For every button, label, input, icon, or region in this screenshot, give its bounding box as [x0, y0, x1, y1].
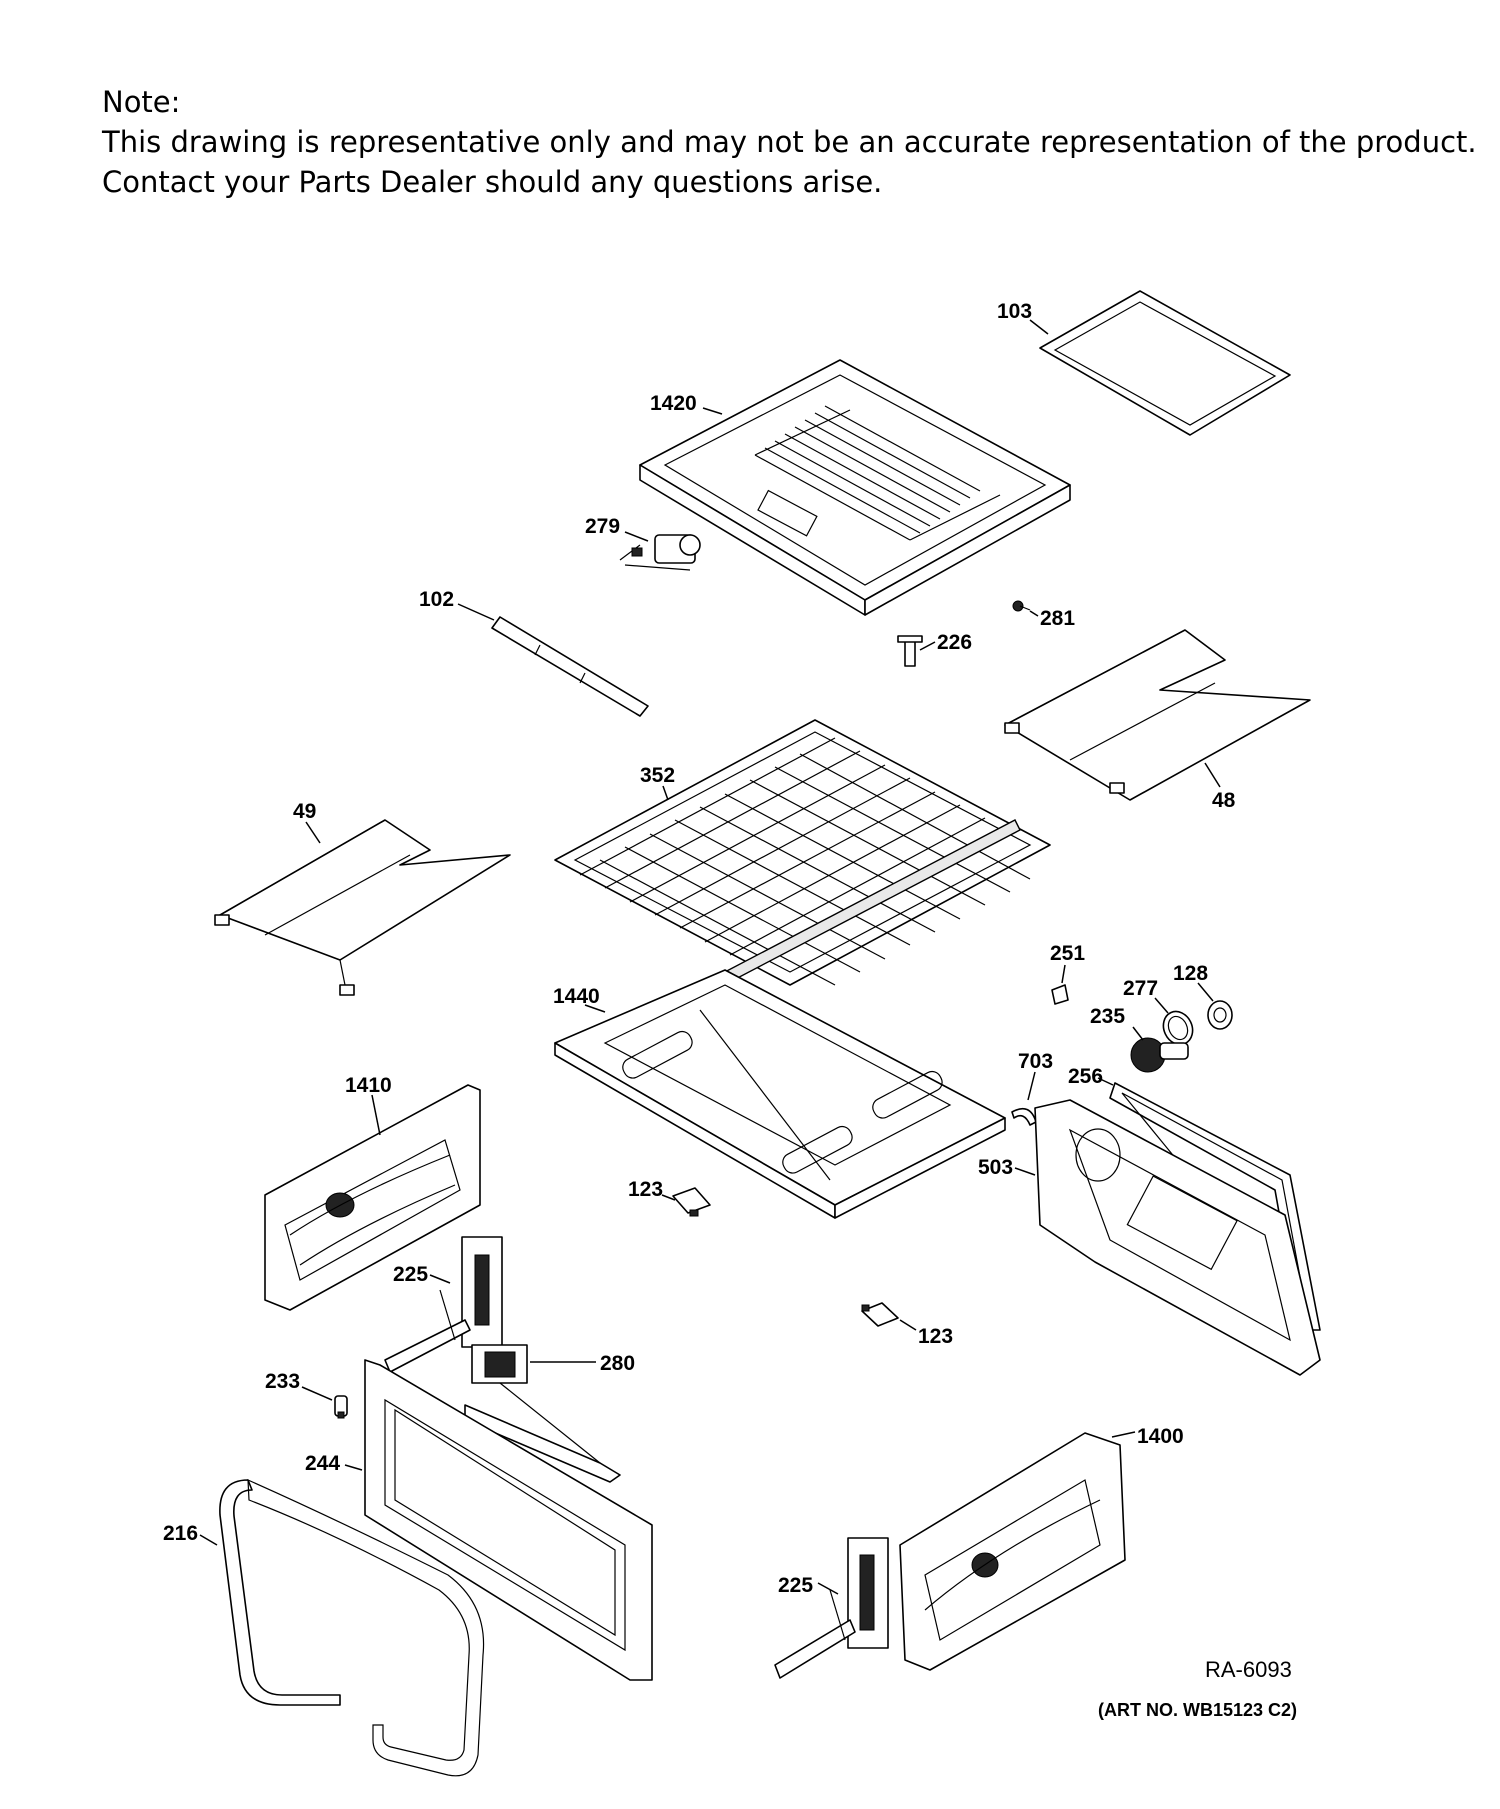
callout-279: 279 — [585, 515, 620, 538]
part-244-door-inner — [364, 1359, 653, 1681]
note-line-1: This drawing is representative only and … — [102, 125, 1477, 159]
callout-251: 251 — [1050, 942, 1085, 965]
callout-123-a: 123 — [628, 1178, 663, 1201]
note-heading: Note: — [102, 85, 181, 119]
part-103-panel — [1039, 290, 1291, 436]
callout-1400: 1400 — [1137, 1425, 1184, 1448]
part-280-hinge-assembly — [464, 1344, 621, 1483]
callout-352: 352 — [640, 764, 675, 787]
part-128-washer — [1207, 1000, 1233, 1030]
part-703-clip — [1011, 1107, 1037, 1126]
part-48-shield — [1004, 629, 1311, 801]
callout-225-b: 225 — [778, 1574, 813, 1597]
part-123-hinge-receiver-lower — [861, 1302, 899, 1327]
disclaimer-note: Note: This drawing is representative onl… — [102, 82, 1477, 202]
part-225-door-hinge-lower — [774, 1537, 889, 1679]
part-279-valve — [619, 534, 701, 571]
part-281-screw — [1012, 600, 1031, 612]
callout-233: 233 — [265, 1370, 300, 1393]
part-277-ring — [1162, 1010, 1194, 1046]
callout-225-a: 225 — [393, 1263, 428, 1286]
part-225-door-hinge-upper — [384, 1236, 503, 1373]
part-216-door-gasket — [219, 1479, 485, 1777]
callout-216: 216 — [163, 1522, 198, 1545]
callout-503: 503 — [978, 1156, 1013, 1179]
art-number: (ART NO. WB15123 C2) — [1098, 1700, 1297, 1720]
callout-48: 48 — [1212, 789, 1236, 812]
callout-102: 102 — [419, 588, 454, 611]
part-235-fan — [1130, 1037, 1189, 1073]
part-1420-burner-box — [639, 359, 1071, 616]
part-123-hinge-receiver-upper — [672, 1187, 711, 1217]
part-1400-side-panel — [899, 1432, 1126, 1671]
callout-244: 244 — [305, 1452, 340, 1475]
callout-277: 277 — [1123, 977, 1158, 1000]
part-49-shield — [214, 819, 511, 996]
callout-280: 280 — [600, 1352, 635, 1375]
callout-1420: 1420 — [650, 392, 697, 415]
callout-128: 128 — [1173, 962, 1208, 985]
part-226-bracket — [897, 635, 923, 667]
note-line-2: Contact your Parts Dealer should any que… — [102, 165, 883, 199]
part-503-back-panel — [1034, 1099, 1321, 1376]
callout-235: 235 — [1090, 1005, 1125, 1028]
callout-123-b: 123 — [918, 1325, 953, 1348]
callout-1410: 1410 — [345, 1074, 392, 1097]
part-251-clip — [1051, 984, 1069, 1005]
part-1410-side-panel — [264, 1084, 481, 1311]
callout-281: 281 — [1040, 607, 1075, 630]
callout-226: 226 — [937, 631, 972, 654]
callout-49: 49 — [293, 800, 316, 823]
callout-103: 103 — [997, 300, 1032, 323]
callout-703: 703 — [1018, 1050, 1053, 1073]
part-233-pin — [334, 1395, 348, 1419]
callout-1440: 1440 — [553, 985, 600, 1008]
callout-256: 256 — [1068, 1065, 1103, 1088]
part-102-strip — [491, 616, 649, 717]
part-352-oven-rack — [554, 719, 1051, 996]
part-1440-oven-bottom — [554, 969, 1006, 1219]
reference-code: RA-6093 — [1205, 1657, 1292, 1682]
